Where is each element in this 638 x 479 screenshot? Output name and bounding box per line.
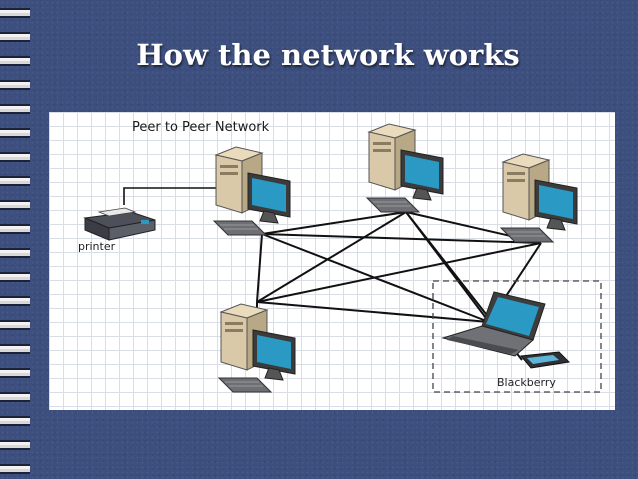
blackberry-label: Blackberry — [497, 376, 556, 389]
link — [256, 242, 542, 303]
desktop-computer-icon — [500, 153, 578, 243]
desktop-computer-icon — [218, 303, 296, 393]
desktop-computer-icon — [213, 146, 291, 236]
printer-label: printer — [78, 240, 116, 253]
printer-cable — [123, 187, 219, 205]
blackberry-phone-icon — [520, 351, 571, 369]
link — [256, 211, 407, 303]
diagram-title: Peer to Peer Network — [132, 120, 270, 135]
network-diagram: Peer to Peer Network printer Blackberry — [49, 112, 615, 410]
slide-title: How the network works — [136, 38, 520, 72]
link — [256, 233, 263, 303]
spiral-binding — [0, 0, 30, 479]
link — [256, 301, 490, 323]
mobile-devices-group — [432, 280, 602, 393]
link — [261, 211, 407, 235]
link — [261, 233, 542, 244]
network-diagram-graphic — [83, 123, 602, 393]
printer-icon — [83, 207, 156, 241]
desktop-computer-icon — [366, 123, 444, 213]
laptop-icon — [441, 291, 546, 357]
